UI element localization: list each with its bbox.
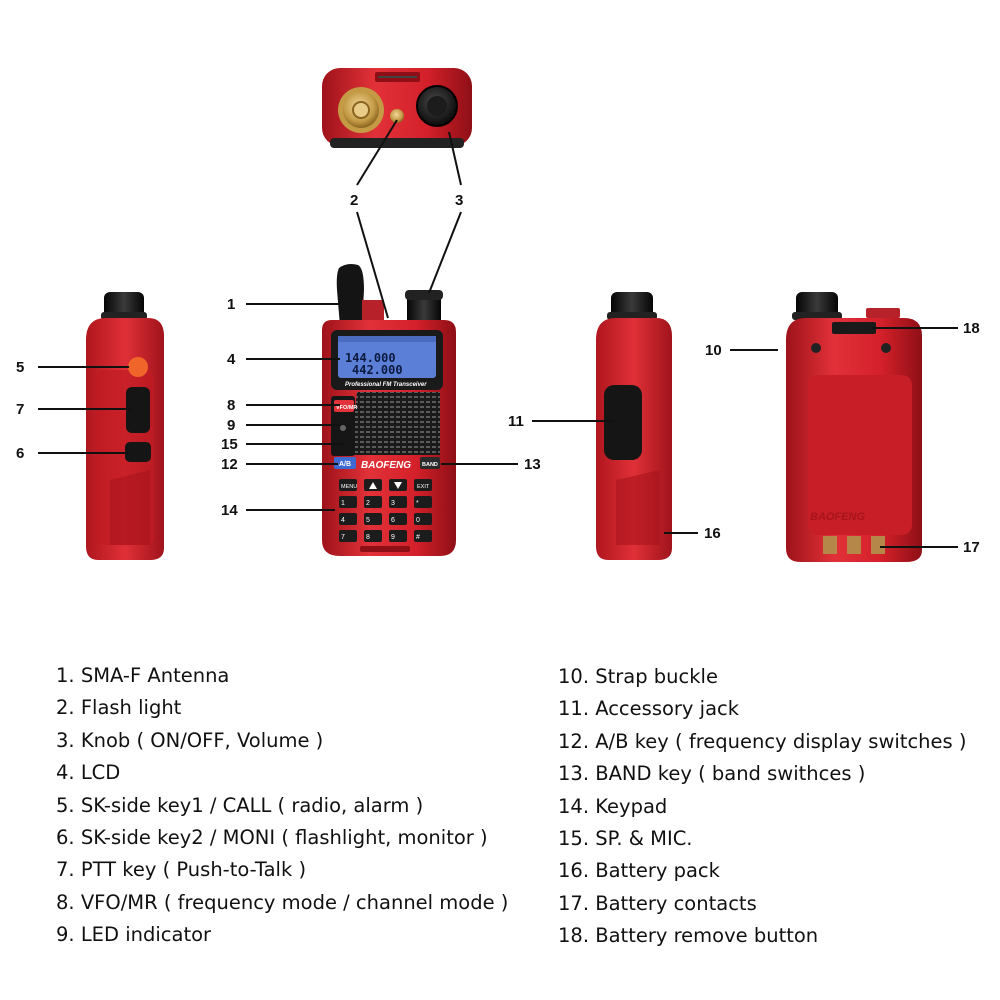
lcd-line2: 442.000 — [352, 363, 403, 377]
callout-14: 14 — [221, 502, 238, 519]
front-view: 144.000 442.000 Professional FM Transcei… — [322, 264, 456, 556]
vfo-mr-key — [334, 400, 354, 412]
svg-text:4: 4 — [341, 517, 345, 524]
battery-pack — [808, 375, 912, 535]
svg-text:1: 1 — [341, 500, 345, 507]
leader-2a — [356, 119, 398, 186]
legend-item: 6. SK-side key2 / MONI ( flashlight, mon… — [56, 825, 488, 849]
legend-item: 10. Strap buckle — [558, 665, 718, 688]
svg-text:9: 9 — [391, 534, 395, 541]
lcd-line1: 144.000 — [345, 351, 396, 365]
callout-12: 12 — [221, 456, 238, 473]
left-side-view — [86, 292, 164, 560]
callout-16: 16 — [704, 525, 721, 542]
battery-contact — [871, 536, 885, 554]
top-view — [322, 68, 472, 148]
svg-text:VFO/MR: VFO/MR — [336, 405, 357, 411]
top-view-base — [330, 138, 464, 148]
callout-5: 5 — [16, 359, 25, 376]
callout-18: 18 — [963, 320, 980, 337]
callout-9: 9 — [227, 417, 236, 434]
battery-contact — [847, 536, 861, 554]
right-side-view — [596, 292, 672, 560]
band-key — [420, 457, 440, 469]
legend-item: 11. Accessory jack — [558, 697, 740, 721]
side-key-2 — [125, 442, 151, 462]
callout-10: 10 — [705, 342, 722, 359]
legend-item: 1. SMA-F Antenna — [56, 664, 230, 687]
leader-lines — [38, 119, 958, 548]
svg-text:*: * — [416, 500, 419, 507]
battery-contact — [823, 536, 837, 554]
callout-11: 11 — [508, 413, 524, 430]
leader-3a — [448, 131, 462, 186]
svg-text:BAND: BAND — [422, 462, 438, 468]
battery-remove-button — [832, 322, 876, 334]
legend-item: 15. SP. & MIC. — [558, 826, 693, 850]
legend-item: 5. SK-side key1 / CALL ( radio, alarm ) — [56, 793, 424, 817]
callout-15: 15 — [221, 436, 238, 453]
keypad: MENU EXIT 1 2 3 * 4 5 6 0 7 — [339, 479, 432, 542]
leader-3b — [428, 211, 462, 294]
svg-text:0: 0 — [416, 517, 420, 524]
svg-text:5: 5 — [366, 517, 370, 524]
ab-key — [334, 457, 356, 469]
svg-text:7: 7 — [341, 534, 345, 541]
legend-item: 4. LCD — [56, 761, 121, 785]
speaker-grille — [350, 392, 440, 455]
flashlight-lens — [390, 109, 404, 123]
legend-left: 1. SMA-F Antenna 2. Flash light 3. Knob … — [56, 660, 508, 952]
legend-item: 13. BAND key ( band swithces ) — [558, 762, 866, 786]
callout-4: 4 — [227, 351, 236, 368]
svg-text:6: 6 — [391, 517, 395, 524]
legend-item: 8. VFO/MR ( frequency mode / channel mod… — [56, 890, 509, 914]
legend-item: 9. LED indicator — [56, 923, 212, 947]
ptt-key — [126, 387, 150, 433]
callout-13: 13 — [524, 456, 541, 473]
front-brand: BAOFENG — [361, 460, 411, 471]
back-brand: BAOFENG — [810, 511, 865, 523]
lcd-screen — [338, 336, 436, 378]
callout-7: 7 — [16, 401, 25, 418]
antenna — [336, 264, 364, 326]
legend-item: 14. Keypad — [558, 794, 668, 818]
back-view: BAOFENG — [786, 292, 922, 562]
legend-item: 12. A/B key ( frequency display switches… — [558, 729, 967, 753]
callout-3: 3 — [455, 192, 464, 209]
leader-2b — [356, 211, 389, 319]
svg-text:3: 3 — [391, 500, 395, 507]
legend-item: 3. Knob ( ON/OFF, Volume ) — [56, 728, 324, 752]
legend-item: 18. Battery remove button — [558, 924, 819, 948]
legend-item: 2. Flash light — [56, 696, 182, 720]
legend-right: 10. Strap buckle 11. Accessory jack 12. … — [558, 661, 967, 953]
svg-text:MENU: MENU — [341, 484, 357, 490]
side-key-1 — [128, 357, 148, 377]
legend-item: 7. PTT key ( Push-to-Talk ) — [56, 858, 307, 882]
legend-item: 16. Battery pack — [558, 859, 720, 883]
callout-6: 6 — [16, 445, 25, 462]
callout-1: 1 — [227, 296, 236, 313]
lcd-caption: Professional FM Transceiver — [345, 382, 427, 388]
led-indicator — [340, 425, 346, 431]
svg-text:2: 2 — [366, 500, 370, 507]
svg-text:A/B: A/B — [339, 461, 351, 468]
callout-2: 2 — [350, 192, 359, 209]
callout-17: 17 — [963, 539, 980, 556]
svg-text:#: # — [416, 534, 420, 541]
legend-item: 17. Battery contacts — [558, 891, 757, 915]
callout-8: 8 — [227, 397, 236, 414]
svg-text:EXIT: EXIT — [417, 484, 430, 490]
svg-text:8: 8 — [366, 534, 370, 541]
accessory-jack-cover — [604, 385, 642, 460]
